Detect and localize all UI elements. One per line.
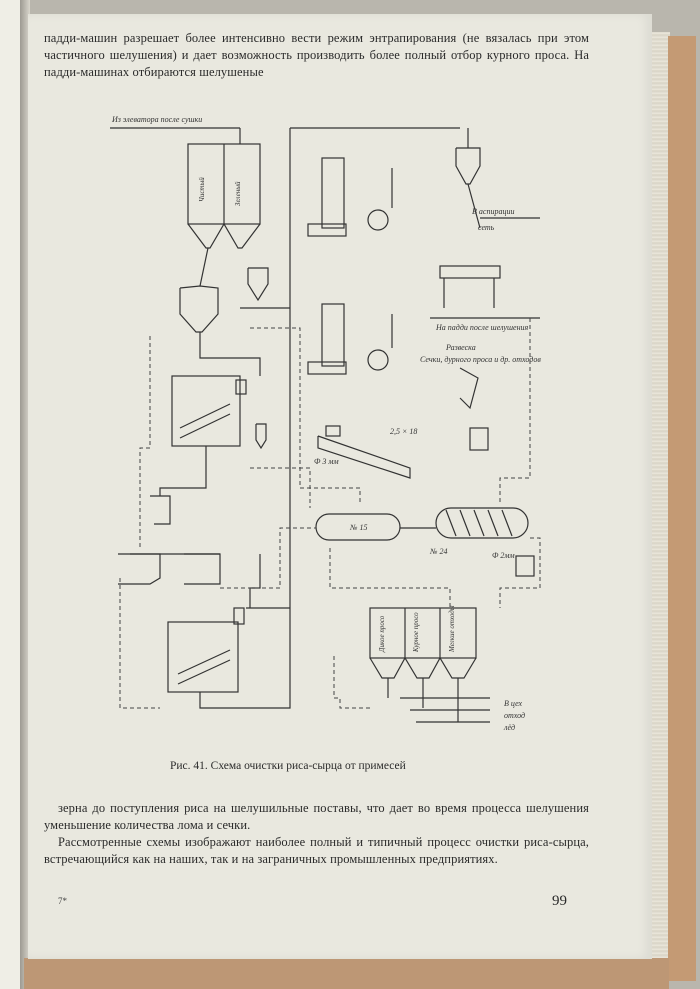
bin-label-4: Курное просо: [412, 612, 420, 653]
sifter-left: [118, 553, 161, 585]
hopper: [179, 285, 219, 333]
book-page: [28, 14, 652, 959]
page-edges: [648, 32, 670, 977]
label-reject: Развеска: [445, 343, 476, 352]
horizontal-separator: [439, 265, 501, 279]
aspirator-1: [321, 157, 345, 229]
book-cover-edge: [668, 36, 696, 981]
svg-text:отход: отход: [504, 711, 525, 720]
label-input: Из элеватора после сушки: [111, 115, 202, 124]
bin-label-3: Дикое просо: [378, 615, 386, 653]
sifter-right: [184, 553, 221, 585]
triple-bin: [369, 607, 477, 659]
small-hopper: [150, 495, 171, 525]
aspirator-2: [321, 303, 345, 367]
paddy-machine-2: [167, 621, 239, 693]
process-diagram: Из элеватора после сушки В аспирации сет…: [110, 115, 541, 732]
label-shop: В цех: [504, 699, 523, 708]
bin-label-5: Мелкие отходы: [448, 605, 456, 653]
label-aspiration: В аспирации: [472, 207, 514, 216]
svg-text:лёд: лёд: [503, 723, 515, 732]
svg-text:сеть: сеть: [478, 223, 495, 232]
top-paragraph: падди-машин разрешает более интенсивно в…: [44, 31, 589, 79]
label-screen: 2,5 × 18: [390, 427, 417, 436]
label-sep24: № 24: [429, 547, 448, 556]
bottom-text-2: Рассмотренные схемы изображают наиболее …: [44, 835, 589, 866]
label-paddy: На падди после шелушения: [435, 323, 529, 332]
separator-24: [435, 507, 529, 539]
cyclone-small: [247, 267, 269, 302]
gutter-shadow: [20, 0, 30, 989]
page-number: 99: [552, 893, 567, 909]
label-drum: Ф 2мм: [492, 551, 515, 560]
paddy-machine-1: [171, 375, 241, 447]
dashed-return-left: [139, 336, 151, 548]
svg-text:Ф 3 мм: Ф 3 мм: [314, 457, 339, 466]
separator-15: [315, 513, 401, 541]
fan-2: [367, 349, 389, 371]
bottom-paragraph: зерна до поступления риса на шелушильные…: [44, 800, 589, 868]
bin-label-1: Чистый: [198, 177, 206, 202]
label-sep15: № 15: [349, 523, 368, 532]
signature-mark: 7*: [58, 896, 67, 906]
inclined-screen: [317, 435, 411, 479]
fan-1: [367, 209, 389, 231]
bin-label-2: Зеленый: [234, 181, 242, 206]
bottom-text-1: зерна до поступления риса на шелушильные…: [44, 801, 589, 832]
book-gutter: [0, 0, 22, 989]
chute: [459, 367, 479, 410]
cyclone-top: [455, 147, 481, 185]
svg-text:Сечки, дурного проса и др. отх: Сечки, дурного проса и др. отходов: [420, 355, 541, 364]
book-cover-bottom: [24, 958, 669, 989]
figure-caption: Рис. 41. Схема очистки риса-сырца от при…: [170, 760, 406, 772]
